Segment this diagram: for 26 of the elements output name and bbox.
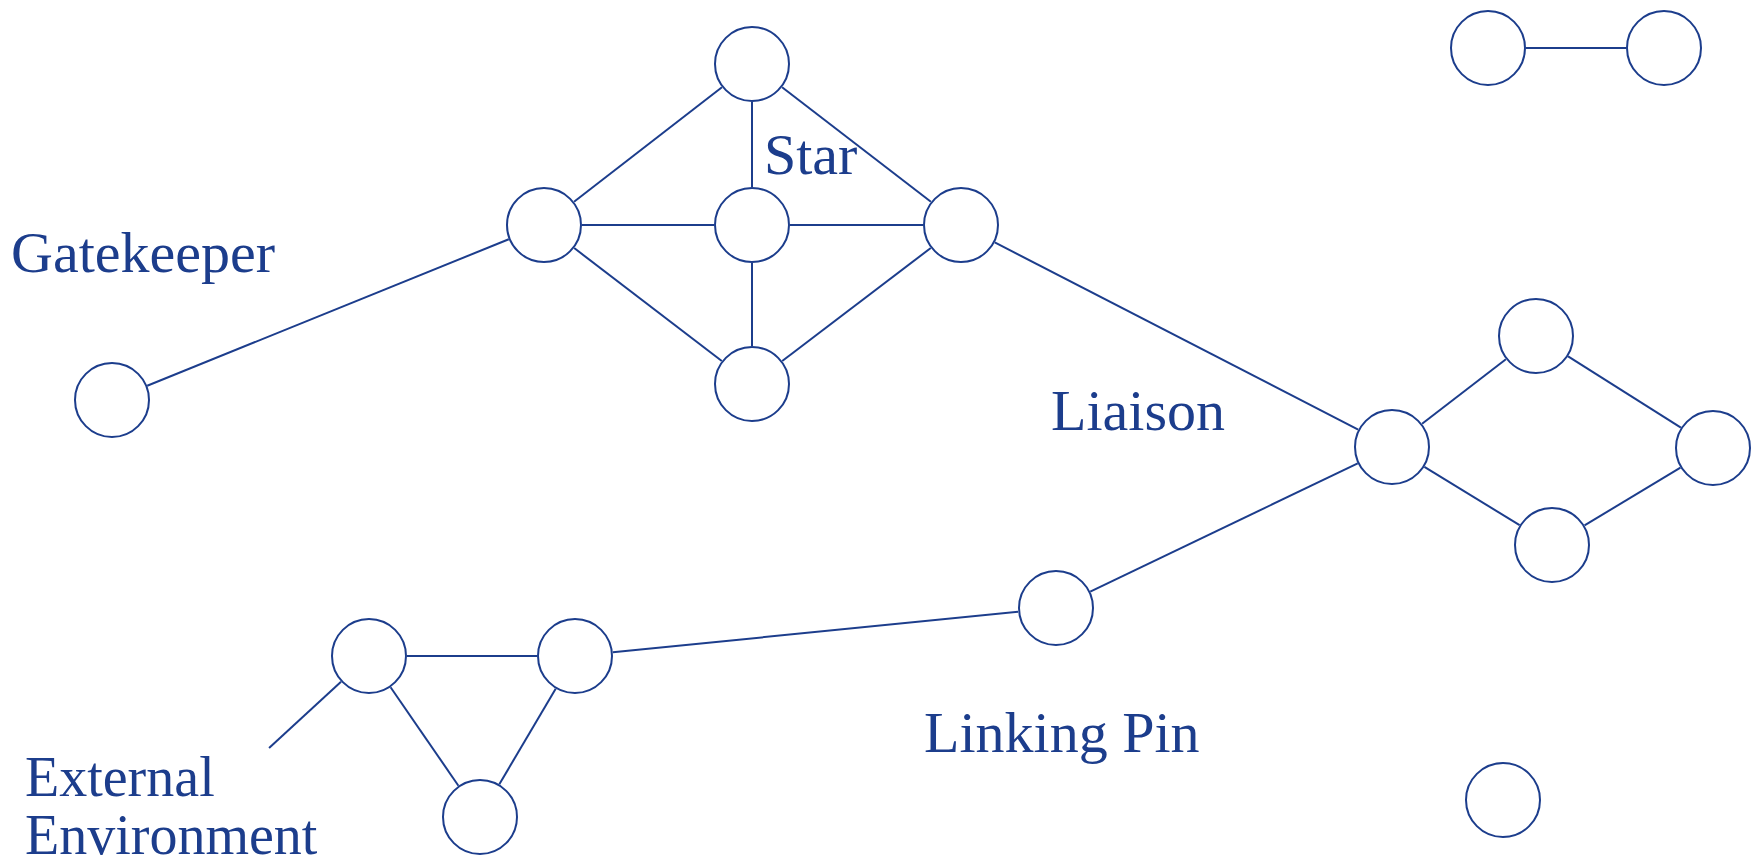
connector-line xyxy=(781,86,932,203)
diagram-label: Liaison xyxy=(1051,380,1225,442)
connector-line xyxy=(1583,466,1682,527)
connector-line xyxy=(1567,355,1682,429)
connector-line xyxy=(751,262,753,347)
connector-line xyxy=(751,101,753,188)
connector-line xyxy=(993,241,1360,431)
connector-line xyxy=(498,687,557,786)
connector-line xyxy=(789,224,924,226)
connector-line xyxy=(1525,47,1627,49)
connector-line xyxy=(581,224,715,226)
connector-line xyxy=(268,680,343,749)
connector-line xyxy=(389,686,460,787)
diagram-label: Linking Pin xyxy=(924,702,1200,764)
connector-line xyxy=(1089,462,1359,593)
connector-line xyxy=(1421,358,1507,425)
connector-line xyxy=(573,247,723,362)
connector-line xyxy=(146,238,510,387)
connector-line xyxy=(573,86,723,203)
connector-line xyxy=(1423,465,1521,527)
connector-line xyxy=(611,610,1020,654)
diagram-label: Star xyxy=(764,124,858,186)
connector-line xyxy=(781,247,932,362)
node-label: External Environment xyxy=(25,748,385,864)
diagram-label: Gatekeeper xyxy=(11,222,276,284)
connector-line xyxy=(406,655,538,657)
